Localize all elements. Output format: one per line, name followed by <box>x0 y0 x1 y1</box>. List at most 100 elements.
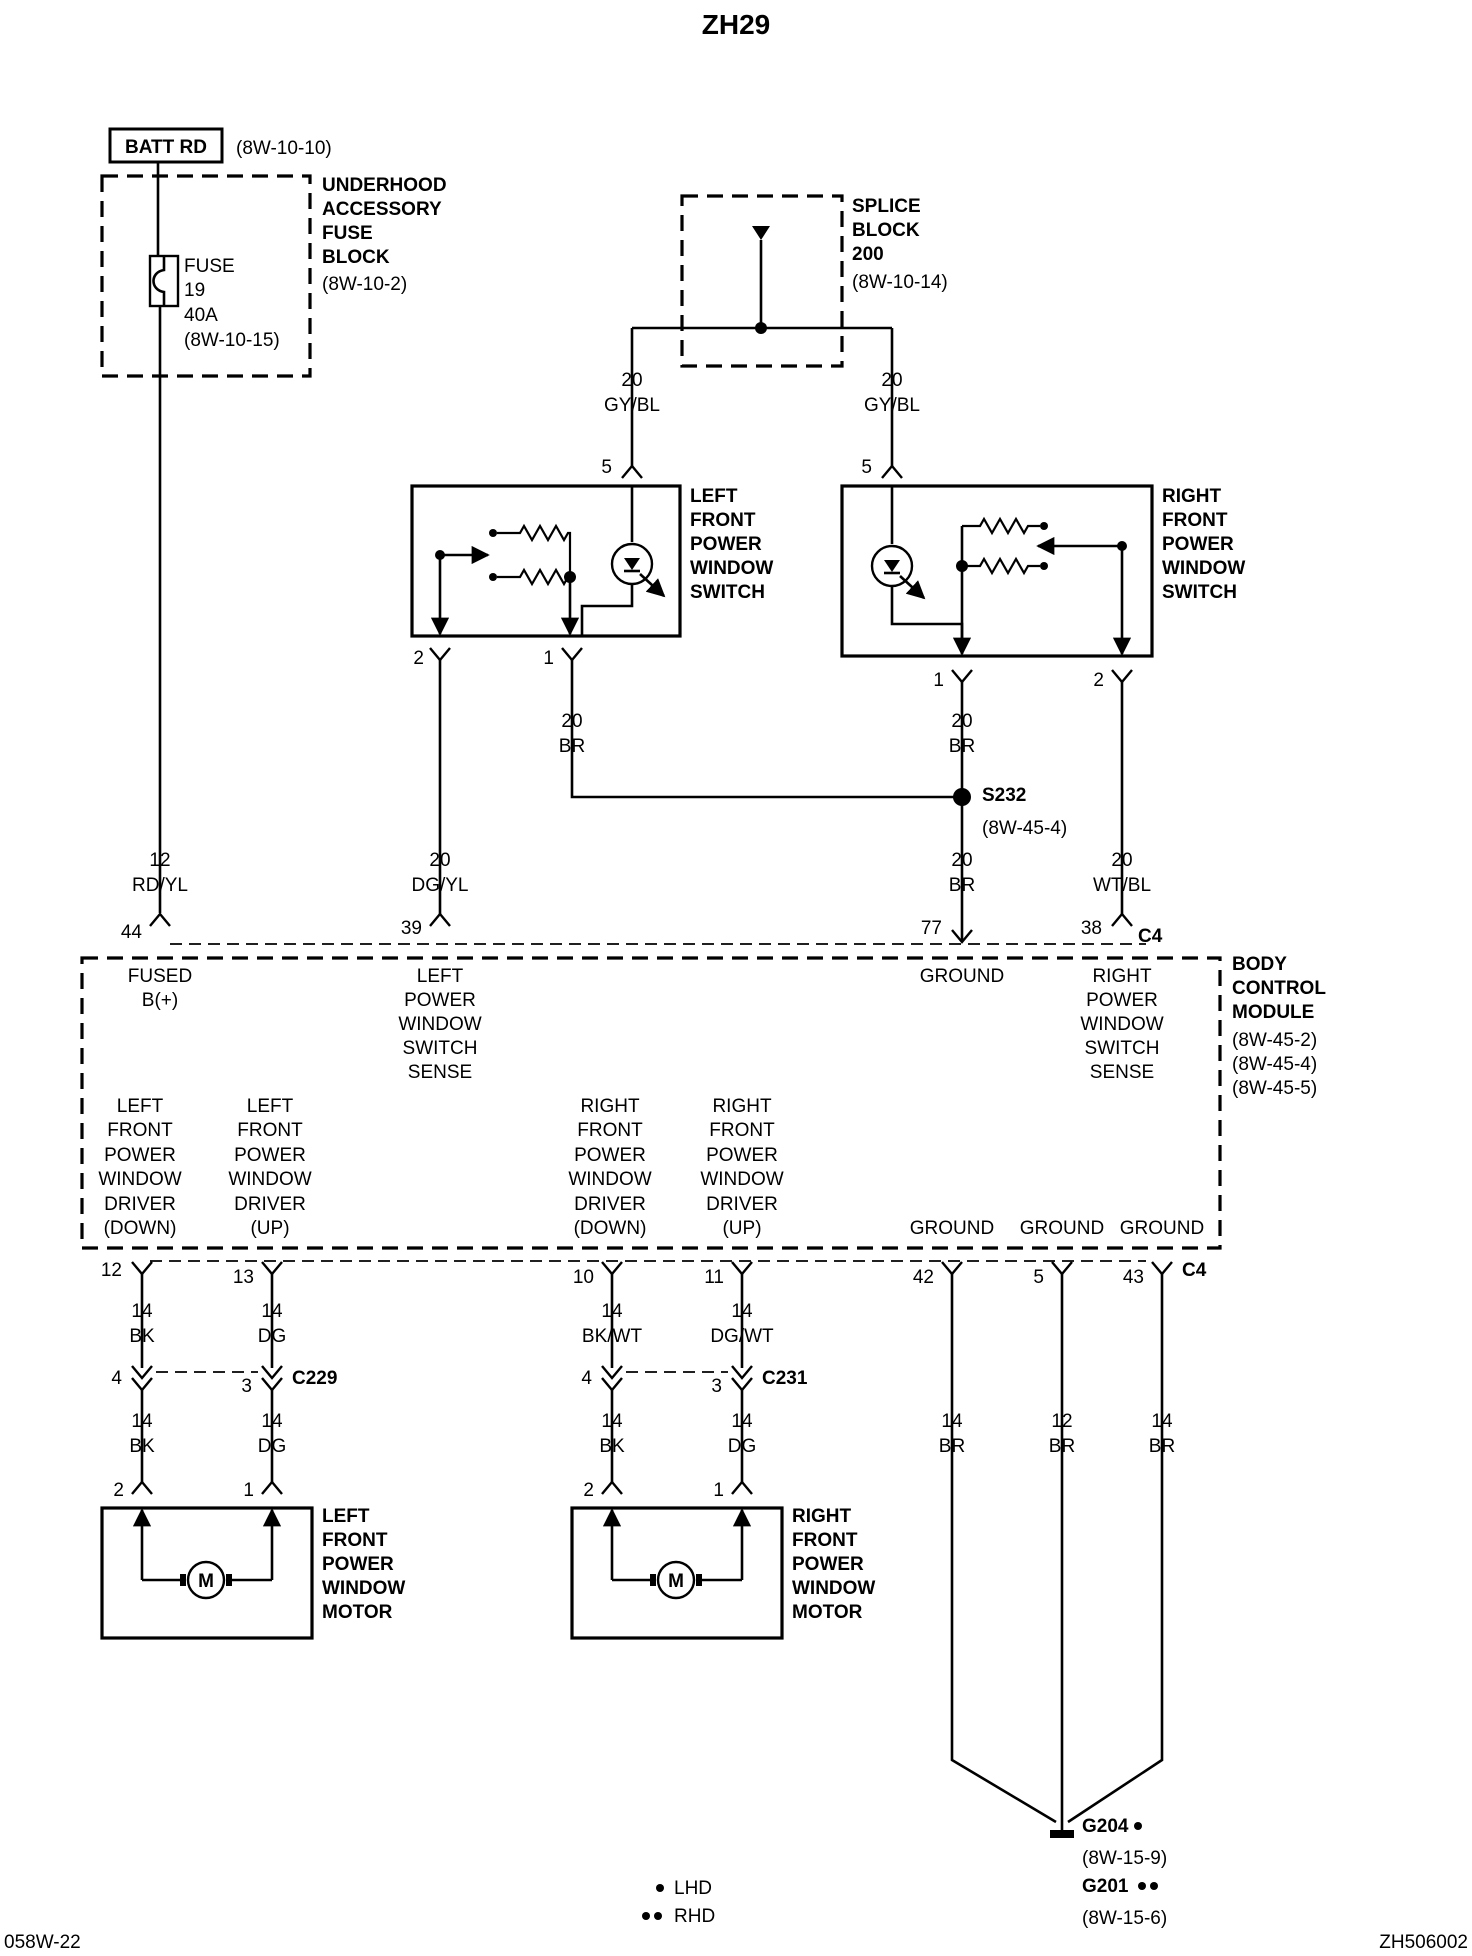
svg-text:LEFT: LEFT <box>417 966 464 987</box>
svg-text:(8W-10-2): (8W-10-2) <box>322 274 407 295</box>
svg-text:FRONT: FRONT <box>577 1120 643 1141</box>
svg-text:FRONT: FRONT <box>709 1120 775 1141</box>
svg-text:B(+): B(+) <box>142 990 178 1011</box>
svg-text:1: 1 <box>713 1480 724 1501</box>
svg-text:G201: G201 <box>1082 1876 1129 1897</box>
motor-wire-labels: 14 BK 14 DG 14 BK 14 DG <box>129 1411 756 1457</box>
svg-text:BR: BR <box>1149 1436 1175 1457</box>
svg-text:POWER: POWER <box>1086 990 1158 1011</box>
svg-text:FRONT: FRONT <box>107 1120 173 1141</box>
svg-text:44: 44 <box>121 922 143 943</box>
fuse-label: FUSE 19 40A (8W-10-15) <box>184 256 280 351</box>
svg-text:POWER: POWER <box>574 1145 646 1166</box>
svg-text:14: 14 <box>261 1411 283 1432</box>
svg-text:12: 12 <box>101 1260 122 1281</box>
ground-icon <box>1050 1822 1074 1838</box>
legend-lhd: LHD <box>656 1878 712 1899</box>
svg-text:(8W-10-15): (8W-10-15) <box>184 330 280 351</box>
svg-text:FRONT: FRONT <box>237 1120 303 1141</box>
svg-text:MOTOR: MOTOR <box>322 1602 393 1623</box>
splice-s232-label: S232 <box>982 785 1026 806</box>
svg-text:RIGHT: RIGHT <box>1162 486 1222 507</box>
svg-text:42: 42 <box>913 1267 934 1288</box>
svg-text:DRIVER: DRIVER <box>574 1194 646 1215</box>
svg-text:3: 3 <box>241 1376 252 1397</box>
left-switch-box <box>410 484 682 638</box>
legend-rhd: RHD <box>642 1906 715 1927</box>
svg-text:SWITCH: SWITCH <box>690 582 765 603</box>
bcm-right-sense-label: RIGHT POWER WINDOW SWITCH SENSE <box>1080 966 1163 1083</box>
ground-g204-label: G204 (8W-15-9) <box>1082 1816 1167 1869</box>
svg-text:LEFT: LEFT <box>247 1096 294 1117</box>
svg-text:GY/BL: GY/BL <box>604 395 660 416</box>
svg-text:12: 12 <box>149 850 170 871</box>
svg-text:13: 13 <box>233 1267 254 1288</box>
right-switch-ground-wire-label: 20 BR <box>949 711 975 757</box>
footer-right: ZH506002 <box>1379 1932 1468 1953</box>
svg-text:5: 5 <box>1033 1267 1044 1288</box>
svg-text:GROUND: GROUND <box>910 1218 994 1239</box>
svg-text:BODY: BODY <box>1232 954 1287 975</box>
svg-text:14: 14 <box>601 1411 623 1432</box>
svg-text:DG: DG <box>258 1326 287 1347</box>
svg-text:WINDOW: WINDOW <box>792 1578 875 1599</box>
svg-text:(DOWN): (DOWN) <box>104 1218 177 1239</box>
svg-text:3: 3 <box>711 1376 722 1397</box>
svg-text:LEFT: LEFT <box>322 1506 370 1527</box>
svg-text:BK: BK <box>129 1436 155 1457</box>
splice-s232-ref: (8W-45-4) <box>982 818 1067 839</box>
svg-text:2: 2 <box>113 1480 124 1501</box>
svg-text:RHD: RHD <box>674 1906 715 1927</box>
bcm-lower-pins: 12 13 10 11 42 5 43 C4 <box>101 1260 1207 1288</box>
right-switch-pin2: 2 <box>1093 670 1104 691</box>
svg-text:FUSED: FUSED <box>128 966 192 987</box>
svg-text:POWER: POWER <box>404 990 476 1011</box>
bcm-left-sense-label: LEFT POWER WINDOW SWITCH SENSE <box>398 966 481 1083</box>
svg-text:BR: BR <box>949 736 975 757</box>
svg-text:(8W-15-6): (8W-15-6) <box>1082 1908 1167 1929</box>
svg-text:SENSE: SENSE <box>1090 1062 1154 1083</box>
svg-text:DG: DG <box>258 1436 287 1457</box>
svg-text:POWER: POWER <box>234 1145 306 1166</box>
svg-text:WT/BL: WT/BL <box>1093 875 1151 896</box>
svg-text:20: 20 <box>621 370 642 391</box>
svg-text:BK: BK <box>129 1326 155 1347</box>
svg-text:14: 14 <box>731 1301 753 1322</box>
svg-text:14: 14 <box>1151 1411 1173 1432</box>
svg-text:2: 2 <box>583 1480 594 1501</box>
svg-text:WINDOW: WINDOW <box>322 1578 405 1599</box>
svg-text:LHD: LHD <box>674 1878 712 1899</box>
ground-wire-43 <box>1067 1274 1164 1824</box>
right-motor-label: RIGHT FRONT POWER WINDOW MOTOR <box>792 1506 875 1623</box>
right-switch-pin2-connector <box>1111 669 1133 684</box>
left-switch-pin1-connector <box>561 647 583 662</box>
svg-text:(8W-45-4): (8W-45-4) <box>1232 1054 1317 1075</box>
bcm-ground-label: GROUND <box>920 966 1004 987</box>
svg-text:1: 1 <box>243 1480 254 1501</box>
ground-wire-labels: 14 BR 12 BR 14 BR <box>939 1411 1175 1457</box>
svg-text:(DOWN): (DOWN) <box>574 1218 647 1239</box>
svg-text:DG: DG <box>728 1436 757 1457</box>
svg-text:12: 12 <box>1051 1411 1072 1432</box>
batt-ref: (8W-10-10) <box>236 138 332 159</box>
left-motor-icon <box>186 1560 226 1600</box>
svg-text:(8W-45-2): (8W-45-2) <box>1232 1030 1317 1051</box>
left-switch-pin2-connector <box>429 647 451 662</box>
left-feed-wire-label: 20 GY/BL <box>604 370 660 416</box>
svg-text:DRIVER: DRIVER <box>234 1194 306 1215</box>
svg-text:WINDOW: WINDOW <box>398 1014 481 1035</box>
svg-text:WINDOW: WINDOW <box>690 558 773 579</box>
svg-text:14: 14 <box>941 1411 963 1432</box>
bcm-outline <box>80 956 1222 1250</box>
svg-text:C231: C231 <box>762 1368 808 1389</box>
svg-text:POWER: POWER <box>322 1554 394 1575</box>
svg-text:FUSE: FUSE <box>184 256 235 277</box>
svg-text:BR: BR <box>1049 1436 1075 1457</box>
splice-block-label: SPLICE BLOCK 200 (8W-10-14) <box>852 196 948 293</box>
svg-text:POWER: POWER <box>792 1554 864 1575</box>
svg-text:BR: BR <box>949 875 975 896</box>
splice-s232-dot <box>953 788 971 806</box>
svg-text:200: 200 <box>852 244 884 265</box>
svg-text:20: 20 <box>951 711 972 732</box>
svg-text:SWITCH: SWITCH <box>403 1038 478 1059</box>
